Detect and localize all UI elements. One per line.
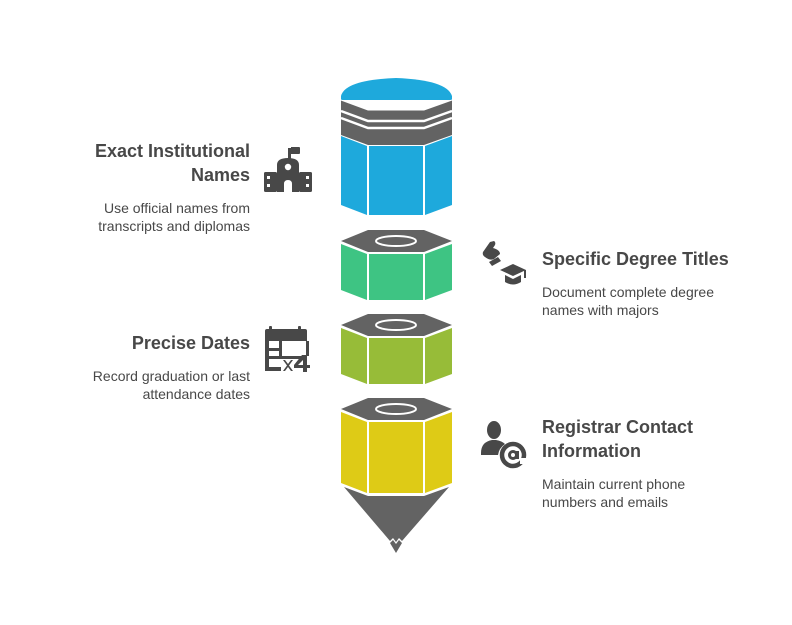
item-description-registrar-contact: Maintain current phone numbers and email… (542, 475, 772, 511)
description-line: names with majors (542, 302, 659, 318)
item-title-degree-titles: Specific Degree Titles (542, 247, 772, 271)
segment-face-center (369, 422, 423, 493)
eraser-body-right (425, 136, 452, 215)
pencil-segment-1 (341, 230, 452, 300)
segment-face-right (425, 412, 452, 493)
pencil-segment-2 (341, 314, 452, 384)
segment-top-ring (375, 403, 417, 415)
item-description-precise-dates: Record graduation or last attendance dat… (40, 367, 250, 403)
description-line: numbers and emails (542, 494, 669, 510)
pencil-lead (390, 540, 402, 553)
pencil-tip-cone (344, 487, 449, 542)
title-line: Specific Degree Titles (542, 249, 729, 269)
item-title-institutional-names: Exact Institutional Names (40, 139, 250, 187)
item-description-degree-titles: Document complete degree names with majo… (542, 283, 772, 319)
title-line: Registrar Contact (542, 417, 694, 437)
segment-face-left (341, 412, 367, 493)
segment-top (341, 398, 452, 420)
segment-face-center (369, 338, 423, 384)
band-stripe (340, 116, 453, 130)
segment-face-left (341, 244, 367, 300)
item-title-precise-dates: Precise Dates (40, 331, 250, 355)
title-line: Exact Institutional (94, 141, 250, 161)
description-line: Record graduation or last (92, 368, 250, 384)
pencil-tip (344, 487, 449, 553)
graduation-diploma-icon (482, 241, 526, 285)
description-line: attendance dates (142, 386, 250, 402)
title-line: Names (190, 165, 250, 185)
description-line: transcripts and diplomas (98, 218, 250, 234)
description-line: Maintain current phone (542, 476, 686, 492)
pencil-eraser (340, 78, 453, 215)
segment-face-right (425, 244, 452, 300)
calendar-repeat-icon (265, 326, 310, 372)
description-line: Document complete degree (542, 284, 714, 300)
eraser-body-left (341, 136, 367, 215)
item-description-institutional-names: Use official names from transcripts and … (40, 199, 250, 235)
eraser-band (341, 100, 452, 145)
segment-top-ring (375, 319, 417, 331)
segment-face-left (341, 328, 367, 384)
segment-top (341, 230, 452, 252)
title-line: Information (542, 441, 641, 461)
contact-email-icon (481, 421, 528, 469)
segment-top (341, 314, 452, 336)
eraser-dome (341, 78, 452, 100)
description-line: Use official names from (103, 200, 250, 216)
eraser-body-center (369, 146, 423, 215)
title-line: Precise Dates (131, 333, 250, 353)
pencil-segment-3 (341, 398, 452, 493)
segment-face-center (369, 254, 423, 300)
band-stripe (340, 109, 453, 123)
segment-face-right (425, 328, 452, 384)
band-stripe (340, 99, 453, 111)
segment-top-ring (375, 235, 417, 247)
item-title-registrar-contact: Registrar Contact Information (542, 415, 772, 463)
school-building-icon (264, 147, 312, 192)
